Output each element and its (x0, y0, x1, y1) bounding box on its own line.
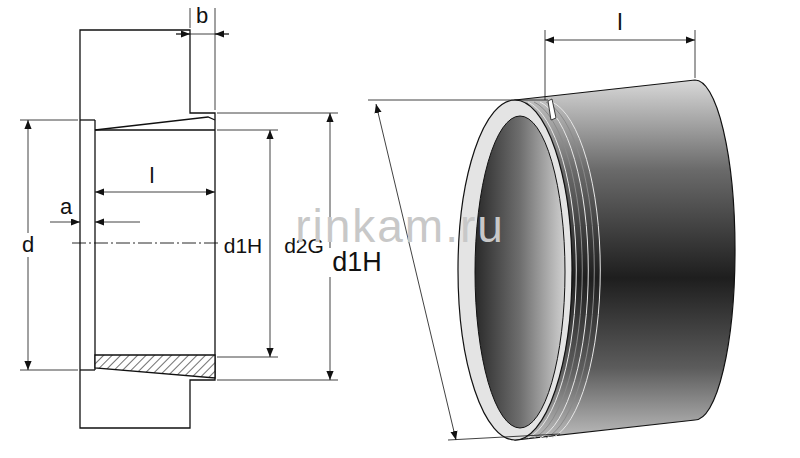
thread-stroke (552, 102, 600, 438)
thread-stroke (540, 102, 588, 438)
dimension-label: d (19, 233, 37, 257)
thread-stroke (534, 102, 582, 438)
watermark: rinkam.ru (292, 202, 508, 250)
dimension-label: d1H (329, 248, 385, 277)
dimension-label: a (57, 195, 75, 219)
thread-stroke (528, 102, 576, 438)
section-view (20, 8, 338, 428)
thread-stroke (546, 102, 594, 438)
dimension-label: d1H (221, 234, 266, 257)
dimension-label: l (614, 9, 625, 35)
dimension-label: b (193, 4, 211, 28)
sleeve-3d-view (458, 80, 735, 440)
dimension-label: l (147, 164, 158, 188)
